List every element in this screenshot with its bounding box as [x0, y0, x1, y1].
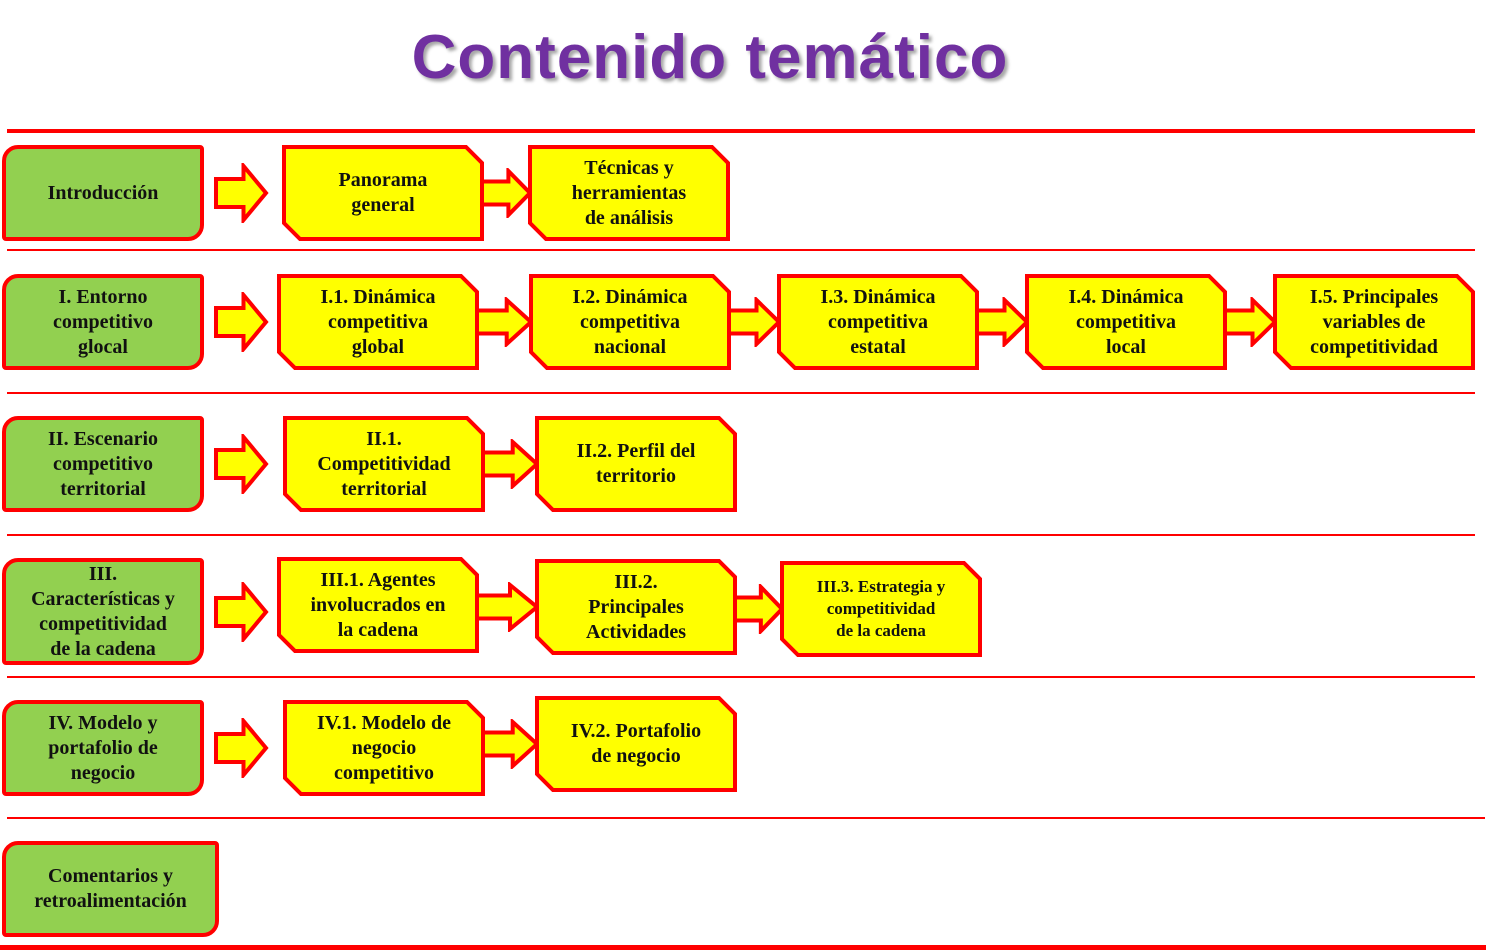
section-label: Introducción [47, 181, 159, 204]
topic-label: I.3. Dinámica competitiva estatal [820, 285, 936, 358]
topic-label: I.1. Dinámica competitiva global [320, 285, 436, 358]
arrow-right-icon [480, 168, 533, 218]
arrow-right-icon [214, 581, 269, 642]
arrow-right-icon [214, 434, 269, 494]
topic-label: III.1. Agentes involucrados en la cadena [310, 568, 446, 641]
section-label: Comentarios y retroalimentación [34, 865, 187, 912]
section-box: IV. Modelo y portafolio de negocio [2, 700, 204, 796]
arrow-right-icon [475, 297, 534, 347]
page-title: Contenido temático [411, 23, 1009, 92]
section-box: Comentarios y retroalimentación [2, 841, 219, 937]
topic-box: I.1. Dinámica competitiva global [277, 274, 479, 370]
section-label: I. Entorno competitivo glocal [53, 285, 153, 358]
topic-label: II.1. Competitividad territorial [317, 427, 451, 500]
topic-label: I.5. Principales variables de competitiv… [1309, 285, 1439, 358]
topic-box: II.1. Competitividad territorial [283, 416, 485, 512]
topic-box: I.5. Principales variables de competitiv… [1273, 274, 1475, 370]
arrow-right-icon [1223, 297, 1278, 347]
snipped-box-shape [1025, 274, 1227, 370]
row-separator [0, 945, 1486, 950]
snipped-box-shape [535, 559, 737, 655]
section-box: Introducción [2, 145, 204, 241]
arrow-right-icon [214, 163, 269, 223]
section-label: IV. Modelo y portafolio de negocio [48, 711, 158, 784]
arrow-right-icon [481, 439, 540, 489]
snipped-box-shape [535, 416, 737, 512]
arrow-right-icon [975, 297, 1030, 347]
topic-label: IV.2. Portafolio de negocio [570, 720, 702, 767]
row-separator [7, 817, 1485, 819]
topic-box: Panorama general [282, 145, 484, 241]
snipped-box-shape [535, 696, 737, 792]
topic-box: III.3. Estrategia y competitividad de la… [780, 561, 982, 657]
snipped-box-shape [277, 557, 479, 653]
snipped-box-shape [780, 561, 982, 657]
section-box: I. Entorno competitivo glocal [2, 274, 204, 370]
topic-box: I.3. Dinámica competitiva estatal [777, 274, 979, 370]
row-separator [7, 129, 1475, 133]
snipped-box-shape [528, 145, 730, 241]
snipped-box-shape [777, 274, 979, 370]
topic-box: I.4. Dinámica competitiva local [1025, 274, 1227, 370]
snipped-box-shape [282, 145, 484, 241]
section-label: III. Características y competitividad de… [31, 562, 175, 660]
arrow-right-icon [481, 719, 540, 769]
row-separator [7, 249, 1475, 251]
topic-label: I.4. Dinámica competitiva local [1068, 285, 1184, 358]
topic-box: II.2. Perfil del territorio [535, 416, 737, 512]
row-separator [7, 392, 1475, 394]
section-box: III. Características y competitividad de… [2, 558, 204, 665]
arrow-right-icon [214, 292, 269, 352]
arrow-right-icon [214, 718, 269, 778]
section-box: II. Escenario competitivo territorial [2, 416, 204, 512]
topic-box: IV.1. Modelo de negocio competitivo [283, 700, 485, 796]
topic-box: III.1. Agentes involucrados en la cadena [277, 557, 479, 653]
arrow-right-icon [733, 584, 785, 634]
row-separator [7, 534, 1475, 536]
snipped-box-shape [1273, 274, 1475, 370]
topic-label: Técnicas y herramientas de análisis [571, 156, 687, 229]
snipped-box-shape [529, 274, 731, 370]
arrow-right-icon [727, 297, 782, 347]
topic-label: I.2. Dinámica competitiva nacional [572, 285, 688, 358]
topic-label: III.3. Estrategia y competitividad de la… [816, 577, 946, 640]
topic-box: IV.2. Portafolio de negocio [535, 696, 737, 792]
topic-label: Panorama general [338, 169, 428, 216]
topic-label: II.2. Perfil del territorio [576, 440, 696, 487]
snipped-box-shape [283, 700, 485, 796]
topic-label: III.2. Principales Actividades [586, 570, 686, 643]
topic-box: Técnicas y herramientas de análisis [528, 145, 730, 241]
topic-box: I.2. Dinámica competitiva nacional [529, 274, 731, 370]
arrow-right-icon [475, 582, 540, 632]
row-separator [7, 676, 1475, 678]
snipped-box-shape [277, 274, 479, 370]
snipped-box-shape [283, 416, 485, 512]
topic-label: IV.1. Modelo de negocio competitivo [316, 711, 452, 784]
section-label: II. Escenario competitivo territorial [48, 427, 158, 500]
topic-box: III.2. Principales Actividades [535, 559, 737, 655]
